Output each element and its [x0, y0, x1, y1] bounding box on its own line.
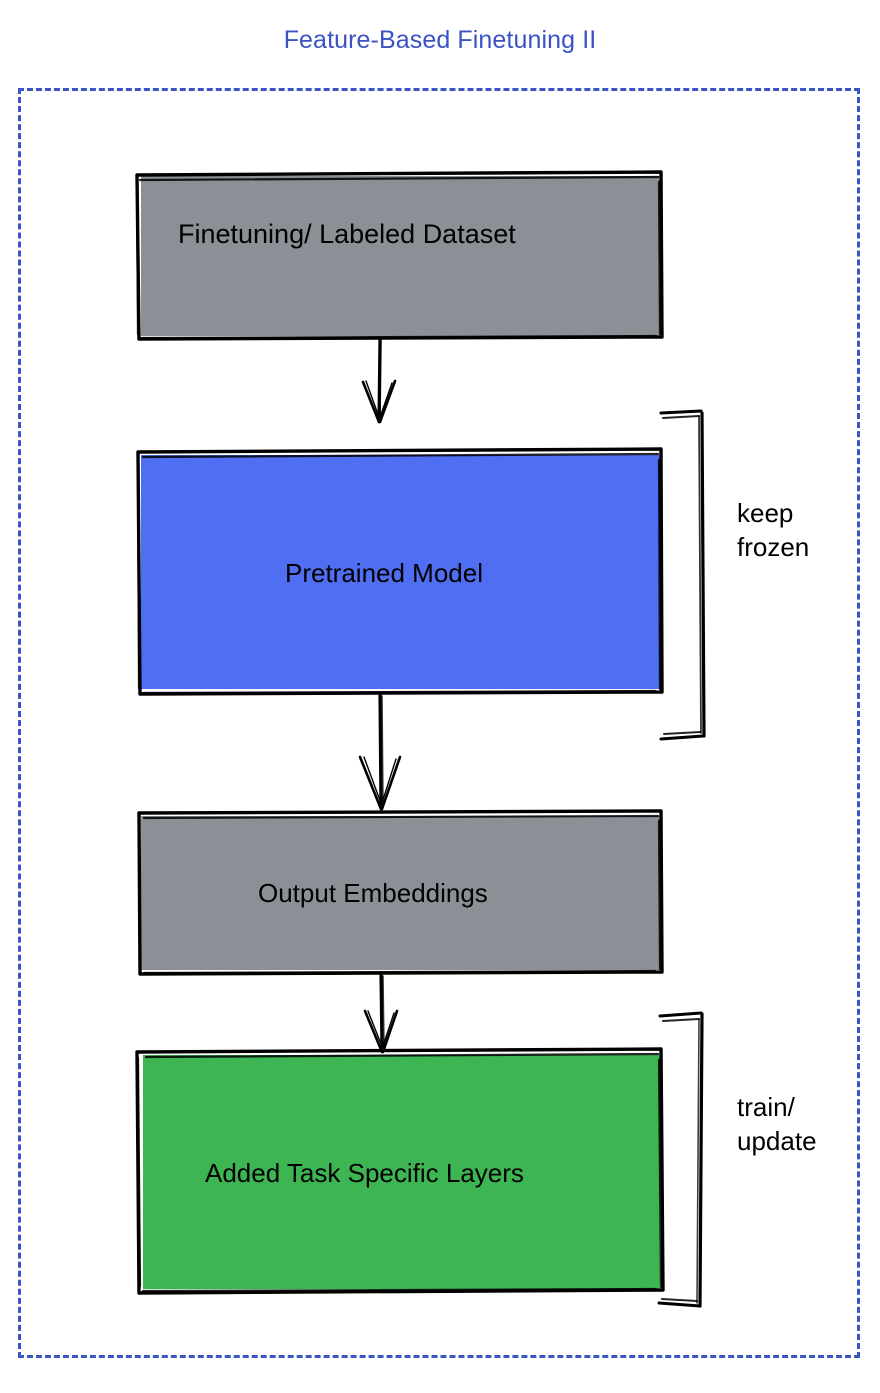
node-pretrained-fill — [141, 455, 660, 689]
bracket-train-update — [657, 1011, 704, 1308]
node-task-layers-fill — [143, 1055, 660, 1289]
node-pretrained-outline-sketch — [136, 452, 662, 695]
arrow-dataset-to-pretrained — [361, 337, 397, 424]
node-task-layers-label: Added Task Specific Layers — [205, 1158, 524, 1188]
node-task-layers-outline-sketch — [136, 1052, 663, 1293]
node-pretrained-label: Pretrained Model — [285, 558, 483, 588]
node-dataset-outline-sketch — [135, 175, 662, 340]
node-embeddings[interactable] — [137, 809, 664, 976]
bracket-train-update-label-line1: train/ — [737, 1092, 795, 1122]
node-embeddings-label: Output Embeddings — [258, 878, 488, 908]
arrow-embeddings-to-task-layers — [363, 972, 399, 1054]
node-task-layers[interactable] — [135, 1047, 665, 1295]
arrow-pretrained-to-embeddings — [358, 692, 402, 811]
node-embeddings-outline-sketch — [137, 814, 662, 975]
page-title: Feature-Based Finetuning II — [283, 26, 597, 54]
node-dataset-label: Finetuning/ Labeled Dataset — [178, 219, 516, 249]
bracket-keep-frozen-label-line2: frozen — [737, 532, 810, 562]
bracket-train-update-label-line2: update — [737, 1126, 817, 1156]
node-pretrained[interactable] — [136, 447, 664, 696]
node-embeddings-fill — [141, 816, 660, 970]
node-dataset-fill — [141, 176, 660, 336]
bracket-keep-frozen-label-line1: keep — [737, 498, 794, 528]
node-dataset[interactable] — [135, 170, 664, 341]
bracket-keep-frozen — [659, 409, 706, 741]
